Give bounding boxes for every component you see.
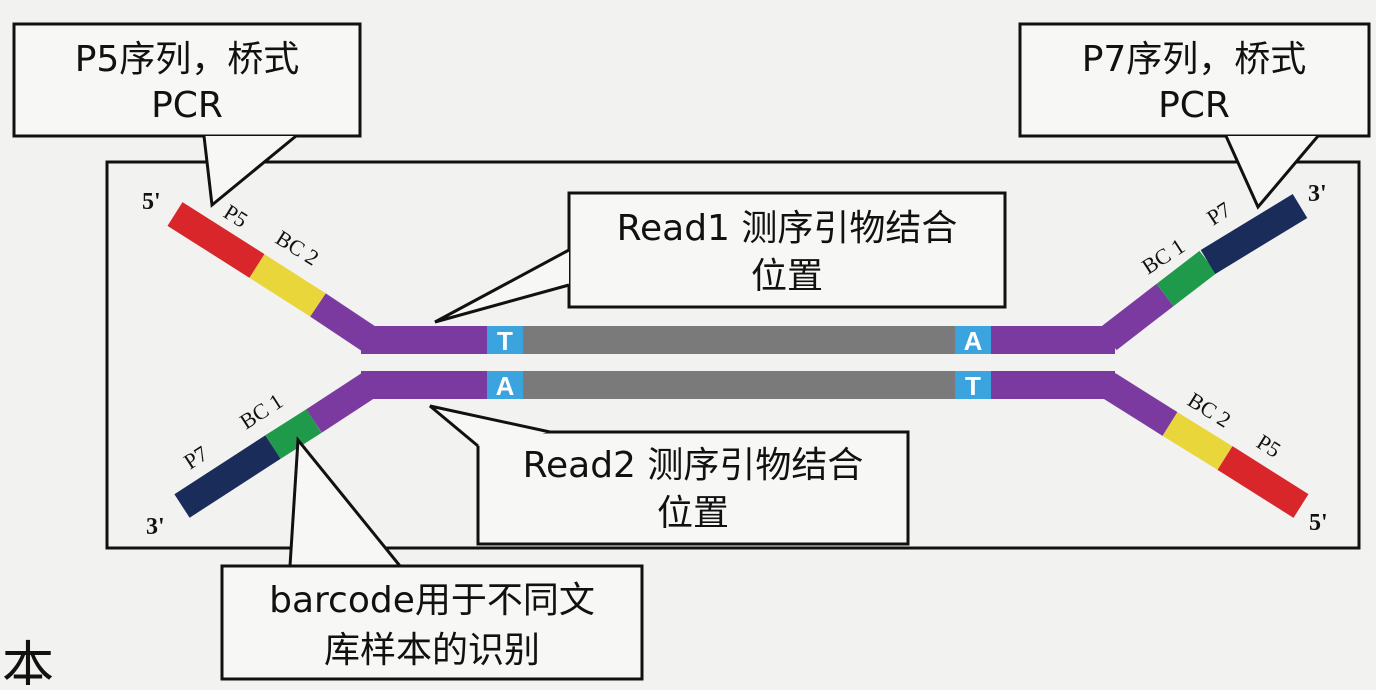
p7-callout-box <box>1018 22 1371 138</box>
read1-callout-pointer <box>434 248 570 324</box>
bottom-left-p7-label: P7 <box>179 441 212 475</box>
diagram-frame <box>105 160 1361 550</box>
bottom-base-right-box <box>955 371 991 399</box>
barcode-callout-pointer <box>288 436 402 567</box>
bottom-adapter-left <box>361 371 487 399</box>
bottom-insert <box>523 371 955 399</box>
top-right-p7-label: P7 <box>1202 197 1235 231</box>
p5-callout-line1: P5序列，桥式 <box>75 39 300 80</box>
p7-callout-pointer <box>1224 135 1320 210</box>
top-base-left: T <box>497 326 513 356</box>
p5-callout-box <box>12 22 362 138</box>
bottom-left-adapter-segment <box>306 373 377 433</box>
barcode-callout-line2: 库样本的识别 <box>324 630 540 671</box>
top-right-adapter-segment <box>1099 283 1174 351</box>
bottom-left-bc1-segment <box>265 409 322 459</box>
read1-callout-box <box>567 191 1007 309</box>
read2-callout-pointer <box>429 404 551 448</box>
read1-callout-line2: 位置 <box>751 256 823 297</box>
read1-callout-line1: Read1 测序引物结合 <box>617 208 958 249</box>
top-base-left-box <box>487 326 523 354</box>
top-left-end-label: 5' <box>142 189 161 215</box>
top-right-bc1-segment <box>1156 250 1217 307</box>
top-right-end-label: 3' <box>1308 181 1327 207</box>
bottom-base-left-box <box>487 371 523 399</box>
bottom-right-end-label: 5' <box>1309 510 1328 536</box>
bottom-left-p7-segment <box>174 435 281 518</box>
bottom-right-adapter-segment <box>1100 373 1178 436</box>
p7-callout-line2: PCR <box>1158 85 1230 126</box>
p5-callout-line2: PCR <box>151 85 223 126</box>
barcode-callout-line1: barcode用于不同文 <box>269 580 595 621</box>
p5-callout: P5序列，桥式 PCR <box>12 22 362 208</box>
edge-character: 本 <box>2 637 54 685</box>
bottom-left-end-label: 3' <box>146 514 165 540</box>
read1-callout: Read1 测序引物结合 位置 <box>434 191 1007 324</box>
bottom-right-p5-segment <box>1217 446 1309 518</box>
read2-callout-line2: 位置 <box>657 493 729 534</box>
bottom-adapter-right <box>991 371 1115 399</box>
top-right-p7-segment <box>1200 194 1308 274</box>
top-left-adapter-segment <box>310 293 377 351</box>
top-base-right-box <box>955 326 991 354</box>
top-adapter-left <box>361 326 487 354</box>
read2-callout-box <box>476 430 910 546</box>
read2-callout: Read2 测序引物结合 位置 <box>429 404 910 546</box>
bottom-base-left: A <box>496 371 515 401</box>
top-insert <box>523 326 955 354</box>
bottom-right-p5-label: P5 <box>1252 429 1285 463</box>
top-adapter-right <box>991 326 1115 354</box>
p7-callout: P7序列，桥式 PCR <box>1018 22 1371 210</box>
bottom-base-right: T <box>965 371 981 401</box>
p7-callout-line1: P7序列，桥式 <box>1082 39 1307 80</box>
bottom-right-bc2-segment <box>1162 412 1233 470</box>
barcode-callout: barcode用于不同文 库样本的识别 <box>220 436 644 681</box>
top-left-p5-label: P5 <box>219 199 252 233</box>
top-base-right: A <box>964 326 983 356</box>
read2-callout-line1: Read2 测序引物结合 <box>523 445 864 486</box>
top-left-p5-segment <box>167 202 265 278</box>
p5-callout-pointer <box>202 134 297 208</box>
top-left-bc2-segment <box>249 254 326 317</box>
barcode-callout-box <box>220 564 644 681</box>
